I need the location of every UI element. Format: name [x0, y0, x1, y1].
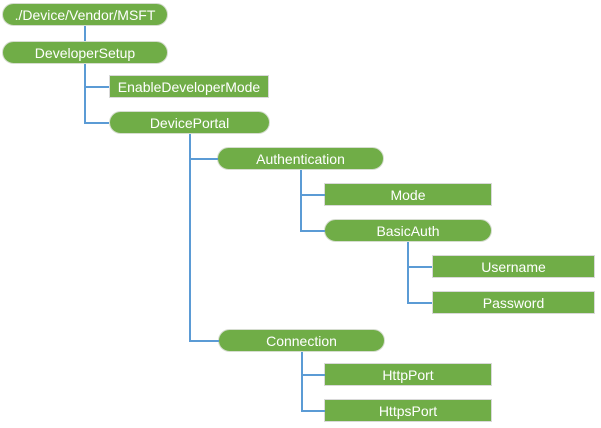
connector-line	[84, 26, 86, 41]
connector-line	[84, 64, 86, 124]
connector-line	[301, 352, 303, 412]
connector-line	[301, 410, 325, 412]
connector-line	[301, 374, 325, 376]
connector-line	[84, 86, 109, 88]
node-authentication: Authentication	[217, 147, 384, 170]
node-http-port: HttpPort	[324, 363, 492, 386]
node-password: Password	[432, 291, 595, 314]
node-enable-developer-mode: EnableDeveloperMode	[109, 75, 269, 98]
connector-line	[189, 340, 219, 342]
node-https-port: HttpsPort	[324, 399, 492, 422]
node-mode: Mode	[324, 183, 492, 206]
node-username: Username	[432, 255, 595, 278]
node-device-portal: DevicePortal	[109, 111, 270, 134]
connector-line	[84, 122, 109, 124]
connector-line	[189, 158, 218, 160]
connector-line	[407, 242, 409, 304]
connector-line	[300, 170, 302, 232]
node-connection: Connection	[218, 329, 385, 352]
node-basic-auth: BasicAuth	[324, 219, 492, 242]
node-developer-setup: DeveloperSetup	[2, 41, 168, 64]
connector-line	[407, 302, 432, 304]
node-root: ./Device/Vendor/MSFT	[2, 3, 168, 26]
connector-line	[300, 194, 325, 196]
connector-line	[189, 134, 191, 342]
connector-line	[300, 230, 325, 232]
connector-line	[407, 266, 432, 268]
